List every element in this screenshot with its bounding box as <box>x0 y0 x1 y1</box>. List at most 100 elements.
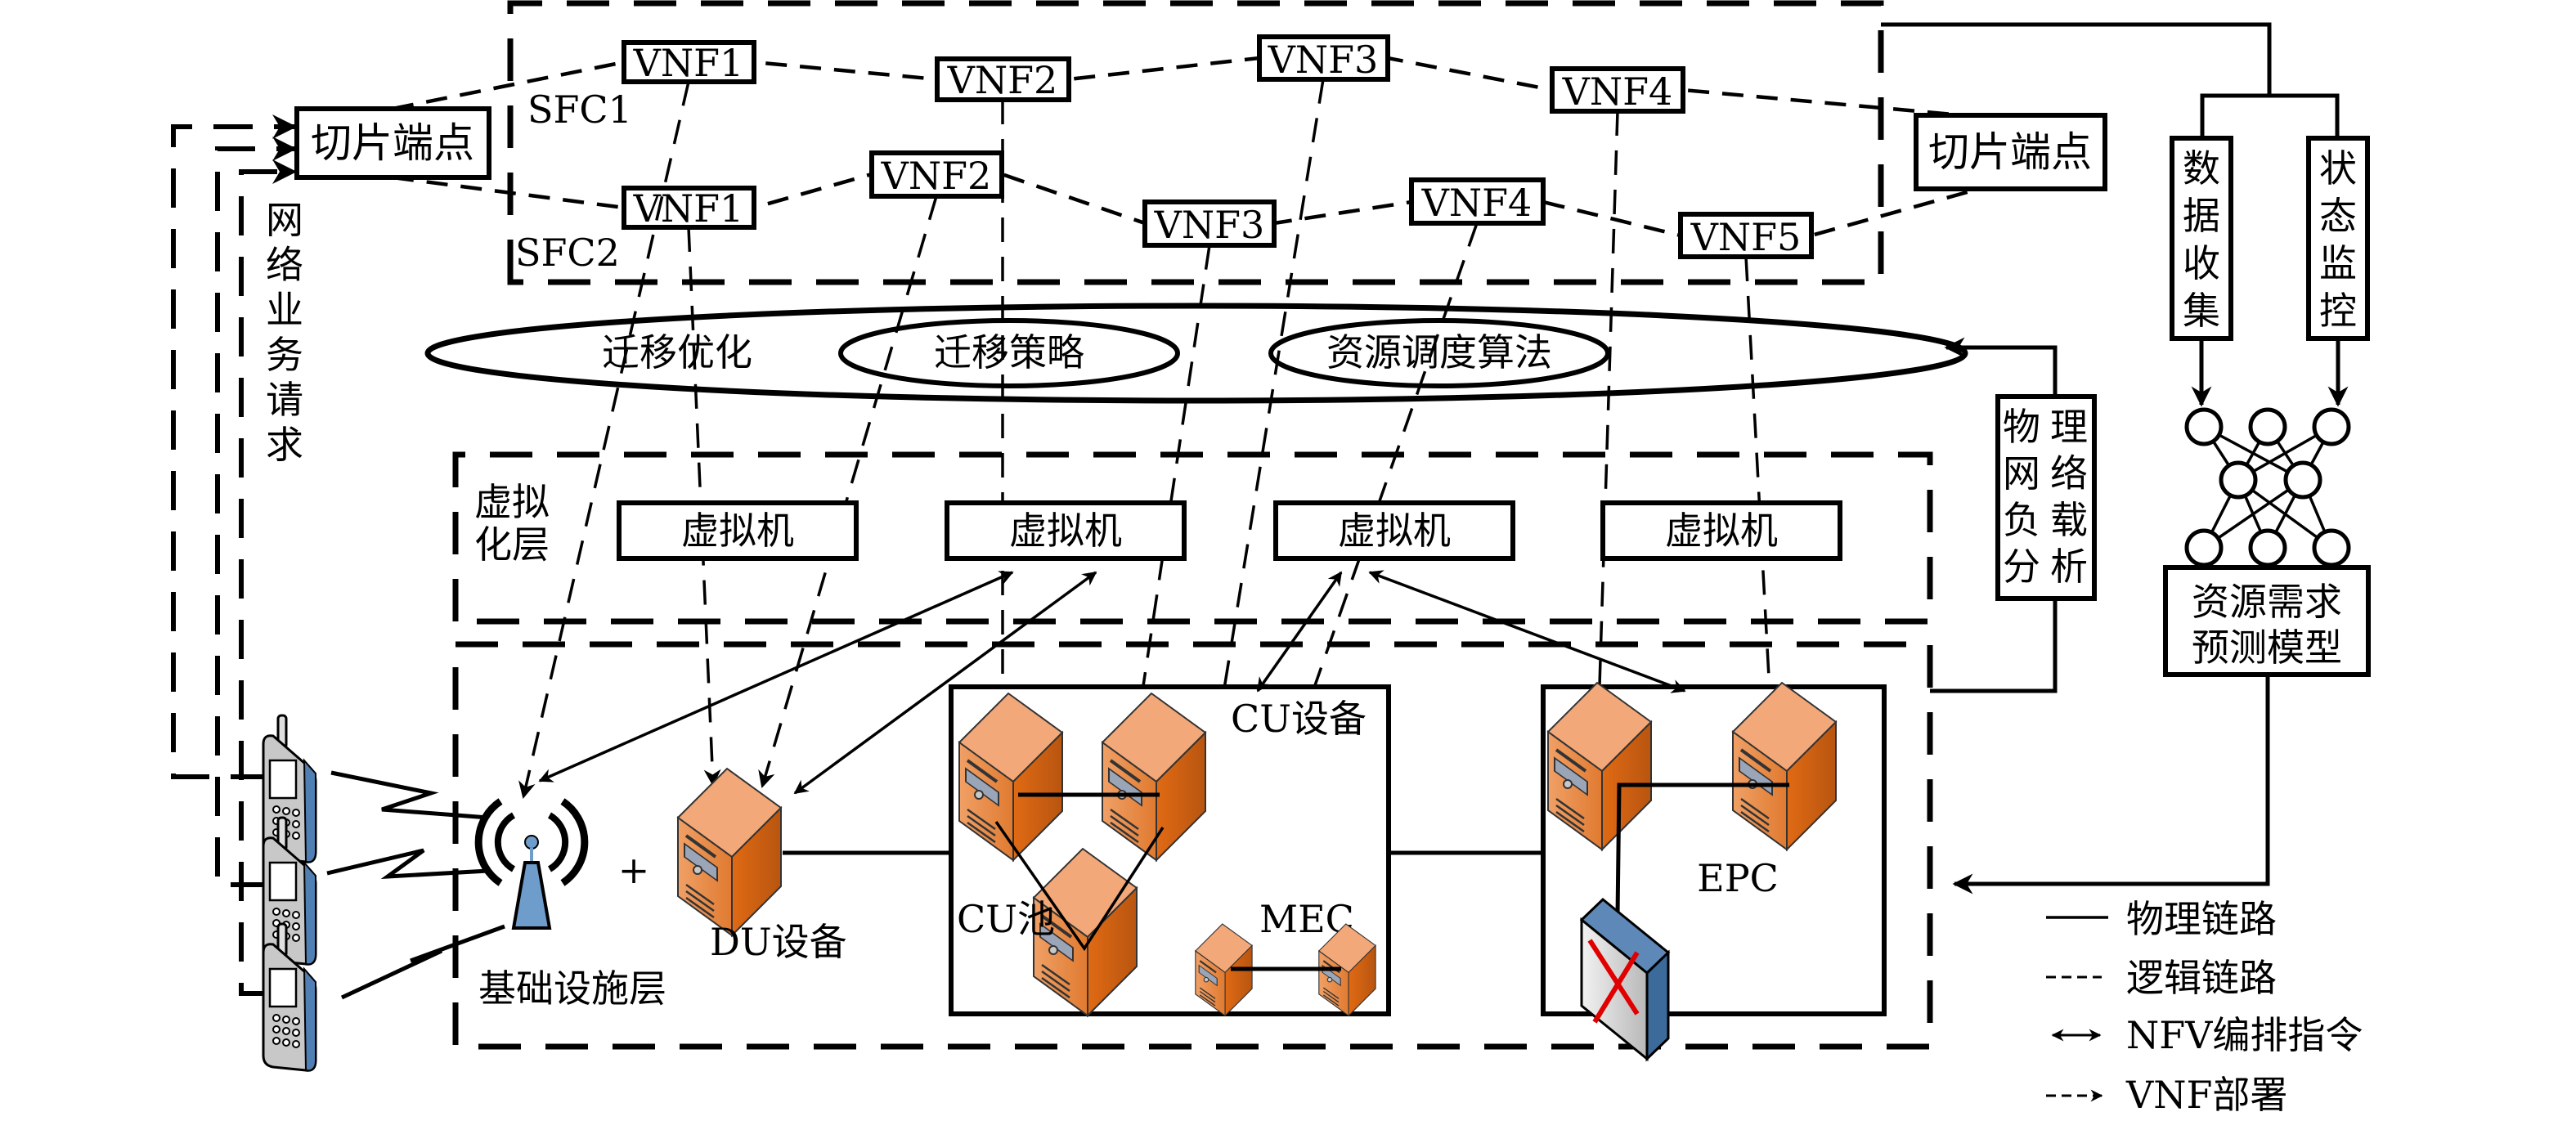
sfc1-vnf-3[interactable]: VNF3 <box>1257 34 1390 82</box>
legend-item-logical-link: 逻辑链路 <box>2046 956 2277 1000</box>
load-analysis-box[interactable]: 物 理 网 络 负 载 分 析 <box>1995 394 2097 601</box>
svg-text:态: 态 <box>2319 194 2357 238</box>
legend: 物理链路 逻辑链路 NFV编排指令 VNF部署 <box>2046 897 2363 1117</box>
migration-strategy-oval[interactable]: 迁移策略 <box>838 318 1180 388</box>
slice-endpoint-right[interactable]: 切片端点 <box>1914 113 2107 191</box>
prediction-model-box[interactable]: 资源需求 预测模型 <box>2163 565 2371 677</box>
base-station-icon[interactable] <box>474 798 589 930</box>
vm-label: 虚拟机 <box>1338 509 1451 553</box>
epc-region: EPC <box>1541 681 1887 1062</box>
physical-link-cu-pool <box>994 820 1165 952</box>
svg-text:网: 网 <box>2003 451 2040 495</box>
vnf-label: VNF1 <box>633 186 744 231</box>
du-server-icon[interactable] <box>676 767 783 937</box>
vnf-label: VNF4 <box>1421 181 1533 225</box>
right-control-panel: 数 据 收 集 状 态 监 控 <box>1881 22 2371 895</box>
deploy-sfc1-vnf3-to-cu-device <box>1209 78 1325 747</box>
orchestration-module: 迁移优化 迁移策略 资源调度算法 <box>424 303 1968 404</box>
vm-label: 虚拟机 <box>681 509 794 553</box>
svg-text:业: 业 <box>266 288 303 332</box>
sfc1-label: SFC1 <box>527 87 632 132</box>
slice-endpoint-right-label: 切片端点 <box>1928 128 2092 176</box>
du-device-label: DU设备 <box>710 920 847 964</box>
svg-text:载: 载 <box>2050 498 2088 542</box>
sfc1-vnf-2[interactable]: VNF2 <box>935 56 1071 102</box>
vnf-label: VNF4 <box>1562 70 1673 114</box>
svg-text:NFV编排指令: NFV编排指令 <box>2126 1013 2363 1057</box>
request-label-vertical: 网 络 业 务 请 求 <box>266 198 303 467</box>
svg-text:分: 分 <box>2003 545 2040 589</box>
legend-item-vnf-deployment: VNF部署 <box>2046 1073 2287 1117</box>
svg-text:预测模型: 预测模型 <box>2192 626 2342 670</box>
svg-text:状: 状 <box>2319 146 2357 191</box>
scheduling-algorithm-oval[interactable]: 资源调度算法 <box>1268 318 1610 388</box>
vnf-label: VNF1 <box>633 41 744 85</box>
wireless-link-1-icon <box>330 770 489 820</box>
svg-text:逻辑链路: 逻辑链路 <box>2126 956 2277 1000</box>
sfc2-vnf-4[interactable]: VNF4 <box>1409 177 1546 226</box>
vm-4[interactable]: 虚拟机 <box>1600 500 1842 561</box>
feedback-split <box>2200 93 2340 138</box>
wireless-link-2-icon <box>326 848 489 879</box>
virtualization-layer-label-2: 化层 <box>474 522 550 567</box>
svg-text:资源需求: 资源需求 <box>2192 580 2342 624</box>
svg-text:请: 请 <box>266 378 303 422</box>
plus-sign: + <box>618 848 650 892</box>
status-monitoring-box[interactable]: 状 态 监 控 <box>2306 136 2370 341</box>
svg-text:控: 控 <box>2319 289 2357 333</box>
nfv-cmd-vm3-epc <box>1368 570 1686 693</box>
nfv-cmd-vm2-base-station <box>538 571 1014 782</box>
vm-3[interactable]: 虚拟机 <box>1273 500 1515 561</box>
virtualization-layer: 虚拟 化层 虚拟机 虚拟机 虚拟机 虚拟机 <box>452 451 1933 625</box>
load-analysis-to-orchestration-arrow <box>1944 337 2058 397</box>
svg-text:网: 网 <box>266 198 303 242</box>
virtualization-layer-label-1: 虚拟 <box>474 480 550 524</box>
svg-text:络: 络 <box>2050 451 2088 495</box>
svg-text:理: 理 <box>2050 405 2088 449</box>
migration-optimization-label: 迁移优化 <box>602 330 752 374</box>
nfv-cmd-vm3-cu <box>1256 571 1343 693</box>
cu-pool-label: CU池 <box>957 897 1055 941</box>
svg-text:收: 收 <box>2183 241 2220 285</box>
migration-strategy-label: 迁移策略 <box>934 330 1084 374</box>
sfc1-vnf-1[interactable]: VNF1 <box>622 40 756 85</box>
neural-network-icon <box>2184 407 2351 567</box>
vnf-label: VNF2 <box>881 154 992 198</box>
vnf-label: VNF3 <box>1268 38 1379 82</box>
slice-endpoint-left-label: 切片端点 <box>311 119 474 167</box>
vnf-label: VNF3 <box>1154 203 1265 247</box>
sfc-container-border <box>507 0 1884 285</box>
data-collection-box[interactable]: 数 据 收 集 <box>2170 136 2233 341</box>
vm-1[interactable]: 虚拟机 <box>617 500 859 561</box>
svg-text:络: 络 <box>266 243 303 287</box>
sfc2-vnf-1[interactable]: VNF1 <box>622 186 756 231</box>
infrastructure-layer-label: 基础设施层 <box>478 966 666 1011</box>
vm-label: 虚拟机 <box>1009 509 1122 553</box>
wireless-link-3-icon <box>340 924 505 1000</box>
svg-text:析: 析 <box>2050 545 2088 589</box>
cu-device-label: CU设备 <box>1231 697 1367 741</box>
sfc2-label: SFC2 <box>515 231 620 275</box>
feedback-link-top <box>1881 22 2272 96</box>
sfc2-vnf-5[interactable]: VNF5 <box>1678 212 1814 259</box>
epc-label: EPC <box>1697 856 1779 900</box>
sfc2-vnf-2[interactable]: VNF2 <box>869 150 1004 199</box>
sfc2-vnf-3[interactable]: VNF3 <box>1142 200 1277 248</box>
svg-text:据: 据 <box>2183 194 2220 238</box>
switch-icon[interactable] <box>1579 897 1671 1062</box>
slice-endpoint-left[interactable]: 切片端点 <box>294 106 491 180</box>
svg-text:数: 数 <box>2183 146 2220 191</box>
legend-item-nfv-command: NFV编排指令 <box>2051 1013 2363 1057</box>
request-path-1 <box>171 114 297 779</box>
sfc-region: SFC1 SFC2 切片端点 切片端点 VNF1 VNF2 VNF3 VNF4 <box>294 0 2107 285</box>
scheduling-algorithm-label: 资源调度算法 <box>1326 330 1552 374</box>
orchestration-ellipse <box>424 303 1968 404</box>
deploy-sfc1-vnf4-to-epc <box>1591 110 1619 714</box>
cu-region: CU设备 CU池 MEC <box>949 684 1391 1017</box>
sfc1-vnf-4[interactable]: VNF4 <box>1550 66 1685 114</box>
vnf-label: VNF2 <box>947 58 1058 102</box>
vm-2[interactable]: 虚拟机 <box>945 500 1187 561</box>
vm-label: 虚拟机 <box>1665 509 1778 553</box>
prediction-to-infrastructure-arrow <box>1952 675 2270 895</box>
